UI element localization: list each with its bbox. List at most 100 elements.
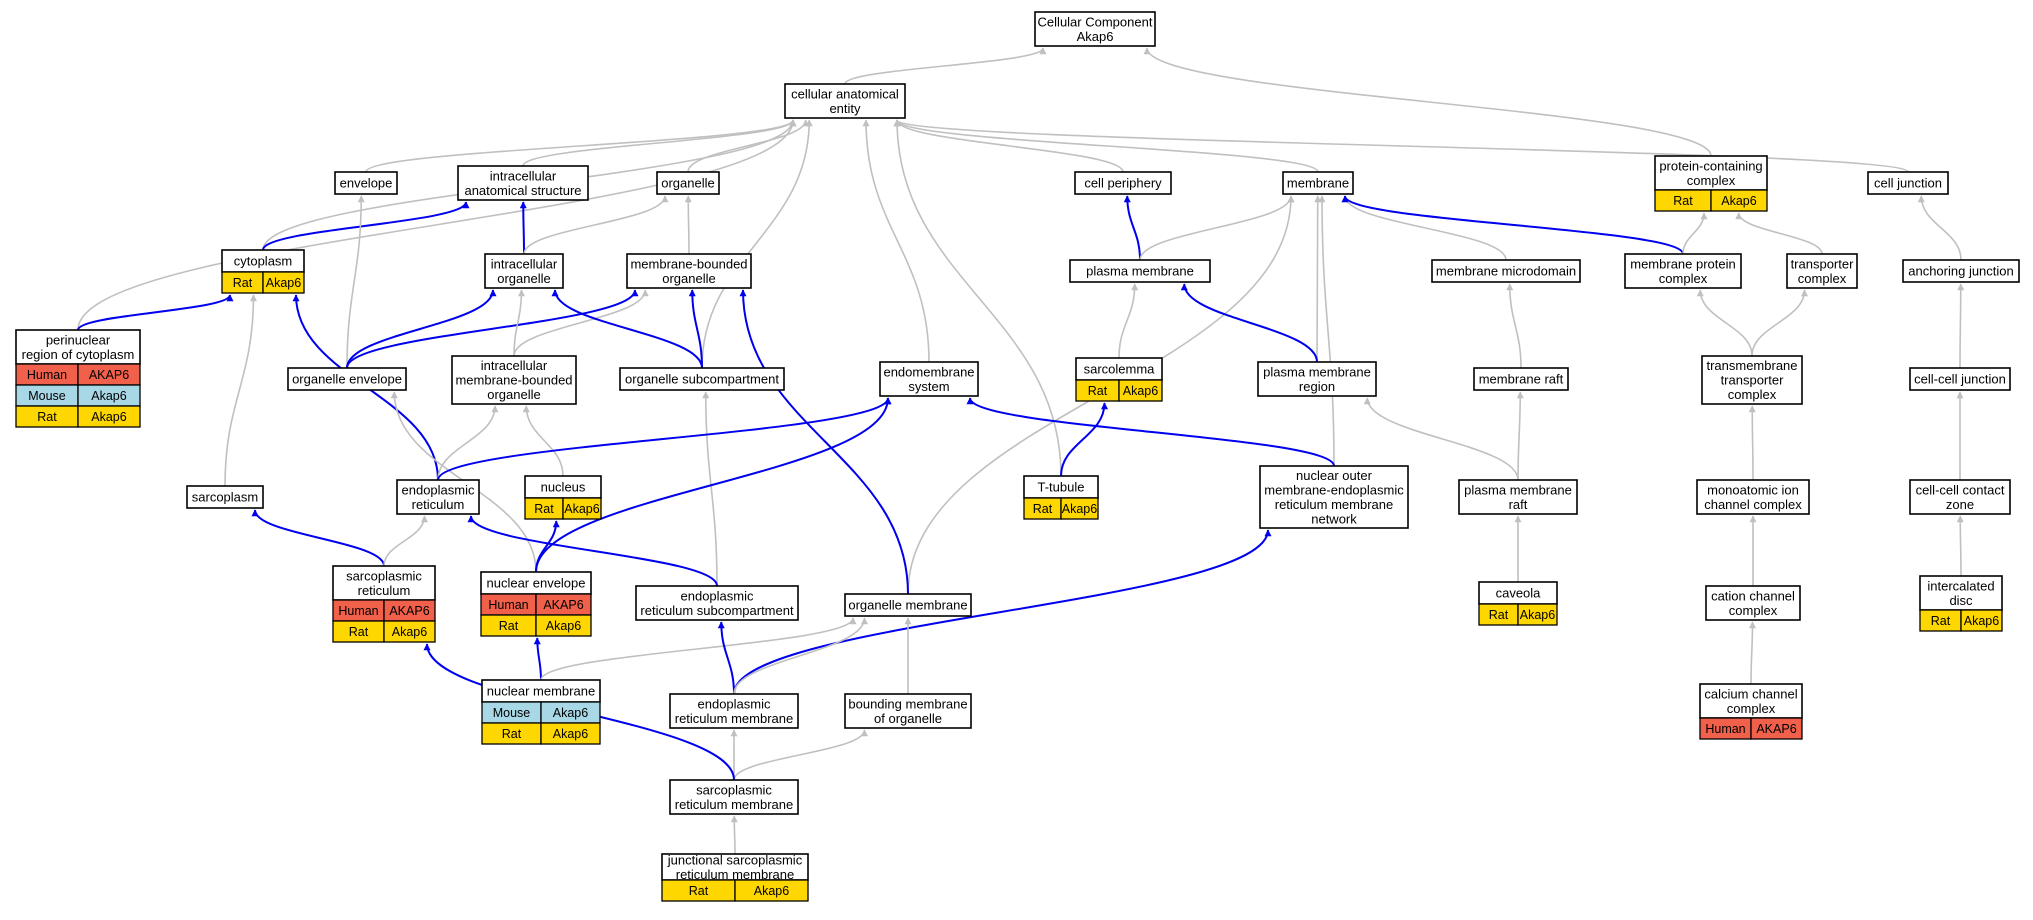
gene-cell [262,271,305,294]
edge-layer [77,47,1965,855]
term-node-sarcoplasm[interactable]: sarcoplasm [186,485,264,509]
term-label: channel complex [1704,497,1802,512]
edge-imbo-to-intraorg [513,289,525,357]
edge-ias-to-cae [522,119,797,167]
term-node-celljunction[interactable]: cell junction [1867,171,1949,195]
term-node-cellperiph[interactable]: cell periphery [1074,171,1172,195]
term-node-orgenv[interactable]: organelle envelope [287,367,407,391]
edge-ermem-to-nomer [733,529,1272,695]
term-node-membrane[interactable]: membrane [1282,171,1354,195]
term-label: membrane-bounded [630,256,747,271]
edge-tmtc-to-transcomp [1751,289,1808,357]
edge-orgenv-to-intraorg [346,289,497,369]
gene-label: Akap6 [546,619,581,633]
term-label: cellular anatomical [791,86,899,101]
term-label: bounding membrane [848,696,967,711]
edge-imbo-to-mbo [513,289,649,357]
term-node-envelope[interactable]: envelope [334,171,398,195]
gene-cell [535,614,592,637]
term-label: endoplasmic [698,696,771,711]
term-node-ccjunc[interactable]: cell-cell junction [1909,367,2011,391]
edge-nucleus-to-imbo [522,405,564,477]
edge-cae-to-root [844,47,1047,85]
edge-ersub-to-er [467,515,718,587]
term-box [1458,479,1578,515]
term-box [1257,361,1377,397]
term-label: junctional sarcoplasmic [667,852,803,867]
term-label: membrane raft [1479,372,1564,387]
term-label: endoplasmic [402,482,475,497]
edge-nucmem-to-nucenv [533,637,542,681]
term-label: membrane-bounded [455,373,572,388]
term-label: region of cytoplasm [22,347,135,362]
edge-calcc-to-catcc [1748,621,1756,685]
gene-label: Akap6 [1721,194,1756,208]
term-label: network [1311,511,1357,526]
term-node-anchjunc[interactable]: anchoring junction [1902,259,2020,283]
term-node-organelle[interactable]: organelle [656,171,720,195]
term-node-memmicro[interactable]: membrane microdomain [1431,259,1581,283]
term-node-plasmamem[interactable]: plasma membrane [1069,259,1211,283]
edge-mpc-to-pcc [1682,212,1708,255]
term-label: of organelle [874,711,942,726]
term-node-nomer[interactable]: nuclear outermembrane-endoplasmicreticul… [1259,465,1409,529]
term-box [15,329,141,365]
term-label: caveola [1496,586,1542,601]
term-node-memraft[interactable]: membrane raft [1473,367,1569,391]
edge-pmregion-to-plasmamem [1180,283,1318,363]
term-label: raft [1509,497,1528,512]
edge-membrane-to-cae [893,119,1319,173]
term-label: nuclear membrane [487,684,595,699]
gene-label: Akap6 [1964,614,1999,628]
gene-label: Akap6 [1520,608,1555,622]
term-box [332,565,436,601]
species-label: Rat [689,884,709,898]
edge-organelle-to-cae [687,119,810,173]
edge-intraorg-to-organelle [523,195,669,255]
edge-plasmamem-to-cellperiph [1123,195,1141,261]
term-node-orgsub[interactable]: organelle subcompartment [619,367,785,391]
species-label: Rat [1489,608,1509,622]
term-label: protein-containing [1659,158,1762,173]
edge-intraorg-to-ias [519,201,527,255]
term-node-orgmem[interactable]: organelle membrane [844,593,972,617]
term-label: cell-cell junction [1914,372,2006,387]
species-label: Rat [499,619,519,633]
gene-label: AKAP6 [543,598,583,612]
term-label: membrane protein [1630,256,1736,271]
term-label: complex [1687,173,1736,188]
